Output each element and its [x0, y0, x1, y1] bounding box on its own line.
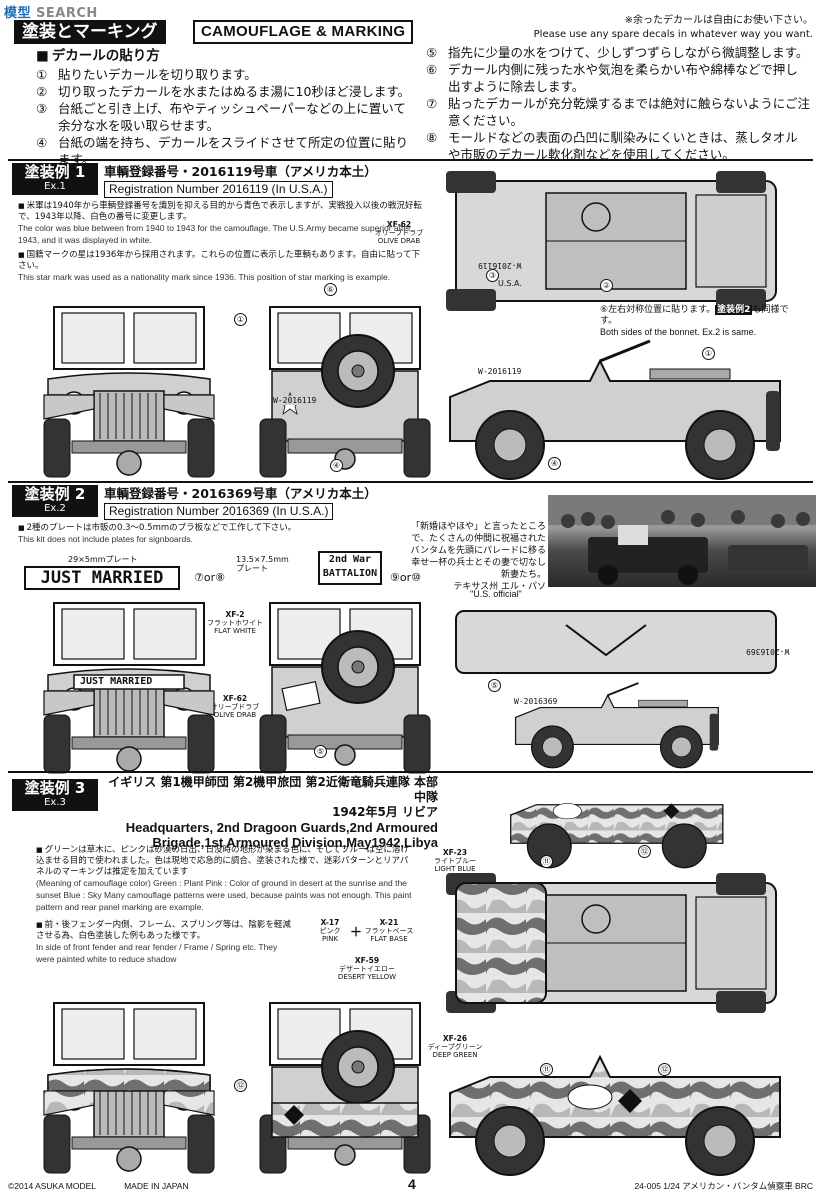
- plate-2-decal-options: ⑨or⑩: [390, 571, 421, 584]
- ex3-top-view: [445, 872, 777, 1014]
- ex1-top-view: [445, 170, 777, 312]
- example-2-title-en: Registration Number 2016369 (In U.S.A.): [104, 503, 334, 520]
- just-married-plate: JUST MARRIED: [24, 566, 180, 590]
- spare-decal-note-jp: ※余ったデカールは自由にお使い下さい。: [624, 15, 813, 26]
- page-footer: ©2014 ASUKA MODEL MADE IN JAPAN 4 24-005…: [8, 1176, 813, 1192]
- example-3-notes: グリーンは草木に、ピンクは砂漠の日出、日没時の地形が染まる色に、そしてブルーは空…: [36, 845, 416, 966]
- ex1-side-view: [448, 339, 782, 481]
- made-in: MADE IN JAPAN: [124, 1181, 189, 1191]
- instructions-heading: デカールの貼り方: [36, 48, 414, 65]
- camouflage-meaning-note: グリーンは草木に、ピンクは砂漠の日出、日没時の地形が染まる色に、そしてブルーは空…: [36, 845, 416, 914]
- rear-plate-number: W-2016119: [273, 396, 317, 405]
- ex2-side-text: W-2016369: [514, 697, 558, 706]
- page-number: 4: [408, 1176, 416, 1192]
- plate-1-size: 29×5mmプレート: [68, 555, 138, 564]
- ex3-rear-view: [259, 1002, 431, 1174]
- watermark-logo: 模型: [4, 6, 32, 21]
- example-2-title-jp: 車輌登録番号・2016369号車（アメリカ本土）: [104, 486, 377, 501]
- ex2-rear-view: [259, 602, 431, 774]
- example-1-title-jp: 車輌登録番号・2016119号車（アメリカ本土）: [104, 164, 377, 179]
- ex2-top-view: [455, 610, 777, 674]
- section-badge: 塗装とマーキング: [14, 20, 166, 44]
- ex3-side-view-right: [510, 803, 724, 869]
- white-interior-note: 前・後フェンダー内側、フレーム、スプリング等は、陰影を軽減させる為、白色塗装した…: [36, 920, 296, 966]
- historical-photo: [548, 495, 816, 587]
- registration-color-note: 米軍は1940年から車輌登録番号を識別を抑える目的から青色で表示しますが、実戦投…: [18, 201, 428, 247]
- ex1-rear-view: [259, 306, 431, 478]
- example-2-title: 車輌登録番号・2016369号車（アメリカ本土） Registration Nu…: [104, 486, 377, 520]
- ex3-side-view-left: [449, 1054, 781, 1176]
- watermark-text: SEARCH: [36, 6, 98, 21]
- ex2-hood-text: W-2016369: [746, 647, 790, 656]
- page-title: CAMOUFLAGE & MARKING: [193, 20, 414, 44]
- hood-registration-text: W-2016119: [478, 261, 522, 270]
- product-code: 24-005 1/24 アメリカン・バンタム偵察車 BRC: [634, 1181, 813, 1191]
- watermark: 模型 SEARCH: [4, 2, 98, 21]
- side-registration-text: W-2016119: [478, 367, 522, 376]
- ex2-side-view: [514, 682, 720, 769]
- hood-usa-text: U.S.A.: [498, 279, 522, 288]
- star-mark-note: 国籍マークの星は1936年から採用されます。これらの位置に表示した車輌もあります…: [18, 250, 428, 284]
- paint-mix-plus: ＋: [350, 925, 363, 939]
- plate-1-decal-options: ⑦or⑧: [194, 571, 225, 584]
- photo-credit: "U.S. official": [470, 589, 522, 599]
- example-1-notes: 米軍は1940年から車輌登録番号を識別を抑える目的から青色で表示しますが、実戦投…: [18, 201, 428, 284]
- copyright: ©2014 ASUKA MODEL: [8, 1181, 96, 1191]
- ex2-front-view: [43, 602, 215, 774]
- example-1-title: 車輌登録番号・2016119号車（アメリカ本土） Registration Nu…: [104, 164, 377, 198]
- photo-caption: 「新婚ほやほや」と言ったところで、たくさんの仲間に祝福されたバンタムを先頭にパレ…: [410, 522, 546, 592]
- ex1-front-view: [43, 306, 215, 478]
- spare-decal-note-en: Please use any spare decals in whatever …: [533, 29, 813, 40]
- example-2-note: 2種のプレートは市販の0.3〜0.5mmのプラ板などで工作して下さい。This …: [18, 523, 428, 546]
- example-3-title: イギリス 第1機甲師団 第2機甲旅団 第2近衛竜騎兵連隊 本部中隊 1942年5…: [108, 775, 438, 850]
- parade-photo-art: [548, 495, 816, 585]
- ex3-front-view: [43, 1002, 215, 1174]
- example-1-title-en: Registration Number 2016119 (In U.S.A.): [104, 181, 333, 198]
- spare-decal-note: ※余ったデカールは自由にお使い下さい。 Please use any spare…: [534, 14, 813, 42]
- front-plate-text: JUST MARRIED: [80, 676, 153, 687]
